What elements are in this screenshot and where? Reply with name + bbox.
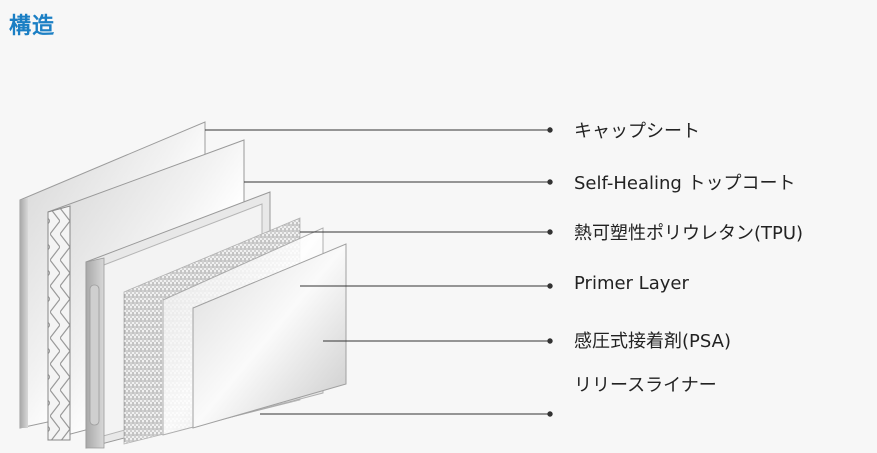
label-psa: 感圧式接着剤(PSA): [574, 331, 731, 352]
leader-dot-5: [547, 338, 553, 344]
label-release-liner: リリースライナー: [574, 375, 717, 396]
label-primer: Primer Layer: [574, 273, 689, 294]
layer-release-liner: [192, 243, 347, 429]
leader-dot-4: [547, 283, 553, 289]
page-title: 構造: [9, 14, 56, 39]
leader-dot-6: [547, 411, 553, 417]
leader-dot-1: [547, 127, 553, 133]
leader-dot-2: [547, 179, 553, 185]
label-cap-sheet: キャップシート: [574, 121, 700, 142]
leader-dot-3: [547, 229, 553, 235]
label-topcoat: Self-Healing トップコート: [574, 173, 796, 194]
label-tpu: 熱可塑性ポリウレタン(TPU): [574, 223, 804, 244]
